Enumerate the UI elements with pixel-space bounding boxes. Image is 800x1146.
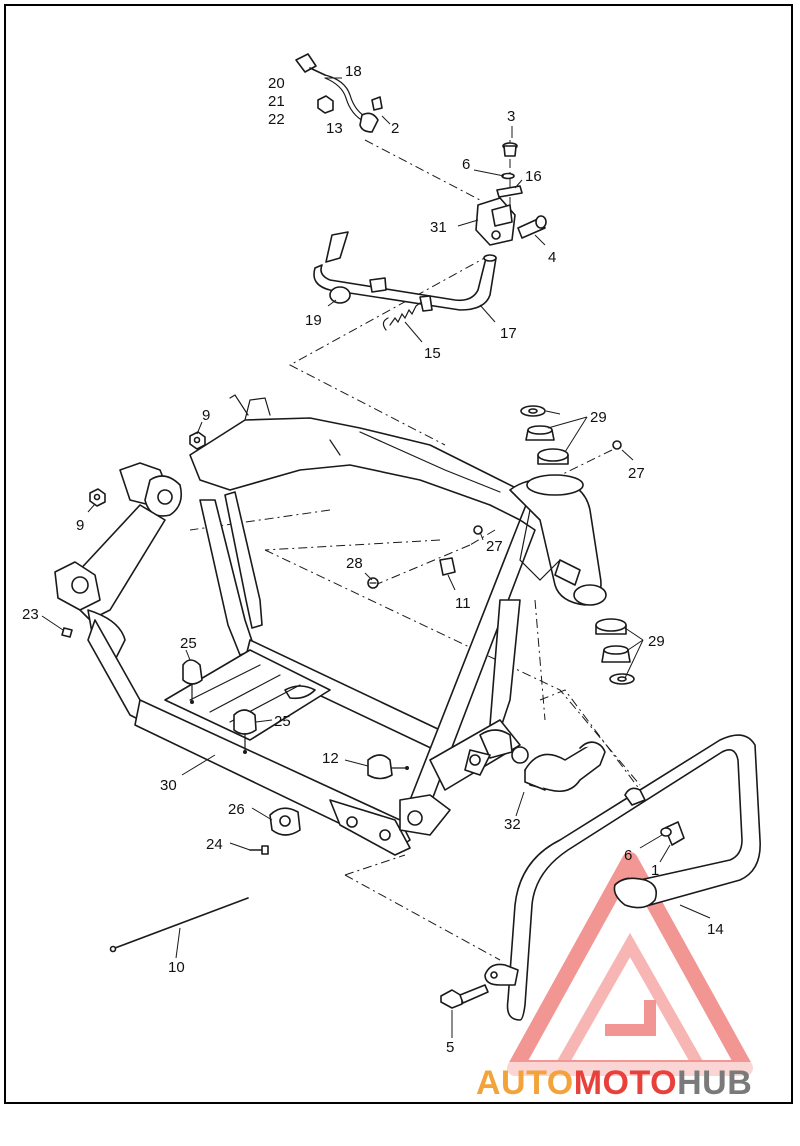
svg-text:AUTOMOTOHUB: AUTOMOTOHUB	[476, 1064, 752, 1102]
callout-23: 23	[22, 606, 39, 623]
callout-28: 28	[346, 555, 363, 572]
callout-26: 26	[228, 801, 245, 818]
wordmark-moto: MOTO	[574, 1064, 677, 1102]
callout-4: 4	[548, 249, 556, 266]
callout-1: 1	[651, 862, 659, 879]
part-25-clamp-lower	[233, 709, 257, 754]
part-10-rod	[109, 897, 249, 953]
part-18-sensor-wire	[295, 53, 379, 133]
callout-20: 20	[268, 75, 285, 92]
callout-22: 22	[268, 111, 285, 128]
part-29-lower-bearings	[595, 618, 635, 685]
callout-14: 14	[707, 921, 724, 938]
callout-10-text: 10	[168, 959, 185, 976]
automotohub-wordmark: AUTOMOTOHUB	[470, 1062, 790, 1102]
part-1-bolt	[660, 821, 685, 846]
part-24-screw	[249, 845, 269, 855]
callout-11: 11	[455, 595, 471, 612]
part-16-pin	[496, 185, 523, 198]
callout-17: 17	[500, 325, 517, 342]
part-2-screw	[371, 96, 383, 111]
part-29-upper-bearings	[520, 405, 569, 465]
part-25-clamp-upper	[182, 659, 203, 704]
callout-25-lower: 25	[274, 713, 291, 730]
callout-9-upper: 9	[202, 407, 210, 424]
part-9-nut-lower	[89, 488, 106, 507]
callout-13: 13	[326, 120, 343, 137]
callout-29-upper: 29	[590, 409, 607, 426]
part-9-nut-upper	[189, 431, 206, 450]
callout-15: 15	[424, 345, 441, 362]
part-31-bracket	[475, 197, 516, 246]
callout-29-lower: 29	[648, 633, 665, 650]
leader-lines	[41, 77, 711, 1038]
callout-19: 19	[305, 312, 322, 329]
engine-guard	[484, 734, 761, 1021]
callout-27-lower: 27	[486, 538, 503, 555]
part-27-plug-upper	[612, 440, 622, 450]
callout-16: 16	[525, 168, 542, 185]
part-23-screw	[61, 627, 73, 638]
callout-6-upper: 6	[462, 156, 470, 173]
part-15-spring	[382, 302, 421, 331]
assembly-centerlines	[189, 139, 641, 961]
part-11-clip	[439, 557, 456, 576]
callout-labels: 20 21 22 18 13 2 3 6 16 31 4 19 17 15 29…	[22, 63, 724, 1056]
part-5-bolt	[440, 984, 489, 1009]
wordmark-auto: AUTO	[476, 1064, 574, 1102]
part-26-clamp	[269, 807, 301, 836]
callout-6-lower: 6	[624, 847, 632, 864]
part-32-bracket	[524, 741, 606, 793]
part-3-screw	[502, 142, 518, 157]
part-12-clip	[367, 754, 409, 780]
callout-9-lower: 9	[76, 517, 84, 534]
part-13-nut	[317, 95, 334, 114]
callout-3: 3	[507, 108, 515, 125]
callout-2: 2	[391, 120, 399, 137]
part-17-kickstand	[313, 231, 497, 312]
part-4-bolt	[517, 215, 547, 239]
callout-18: 18	[345, 63, 362, 80]
callout-5: 5	[446, 1039, 454, 1056]
callout-27-upper: 27	[628, 465, 645, 482]
callout-24-text: 24	[206, 836, 223, 853]
part-19-pad	[329, 286, 351, 304]
part-28-screw	[367, 577, 379, 589]
callout-25-upper: 25	[180, 635, 197, 652]
callout-12: 12	[322, 750, 339, 767]
callout-31: 31	[430, 219, 447, 236]
callout-30: 30	[160, 777, 177, 794]
wordmark-hub: HUB	[677, 1064, 752, 1102]
callout-32: 32	[504, 816, 521, 833]
callout-21: 21	[268, 93, 285, 110]
main-frame	[54, 394, 607, 856]
